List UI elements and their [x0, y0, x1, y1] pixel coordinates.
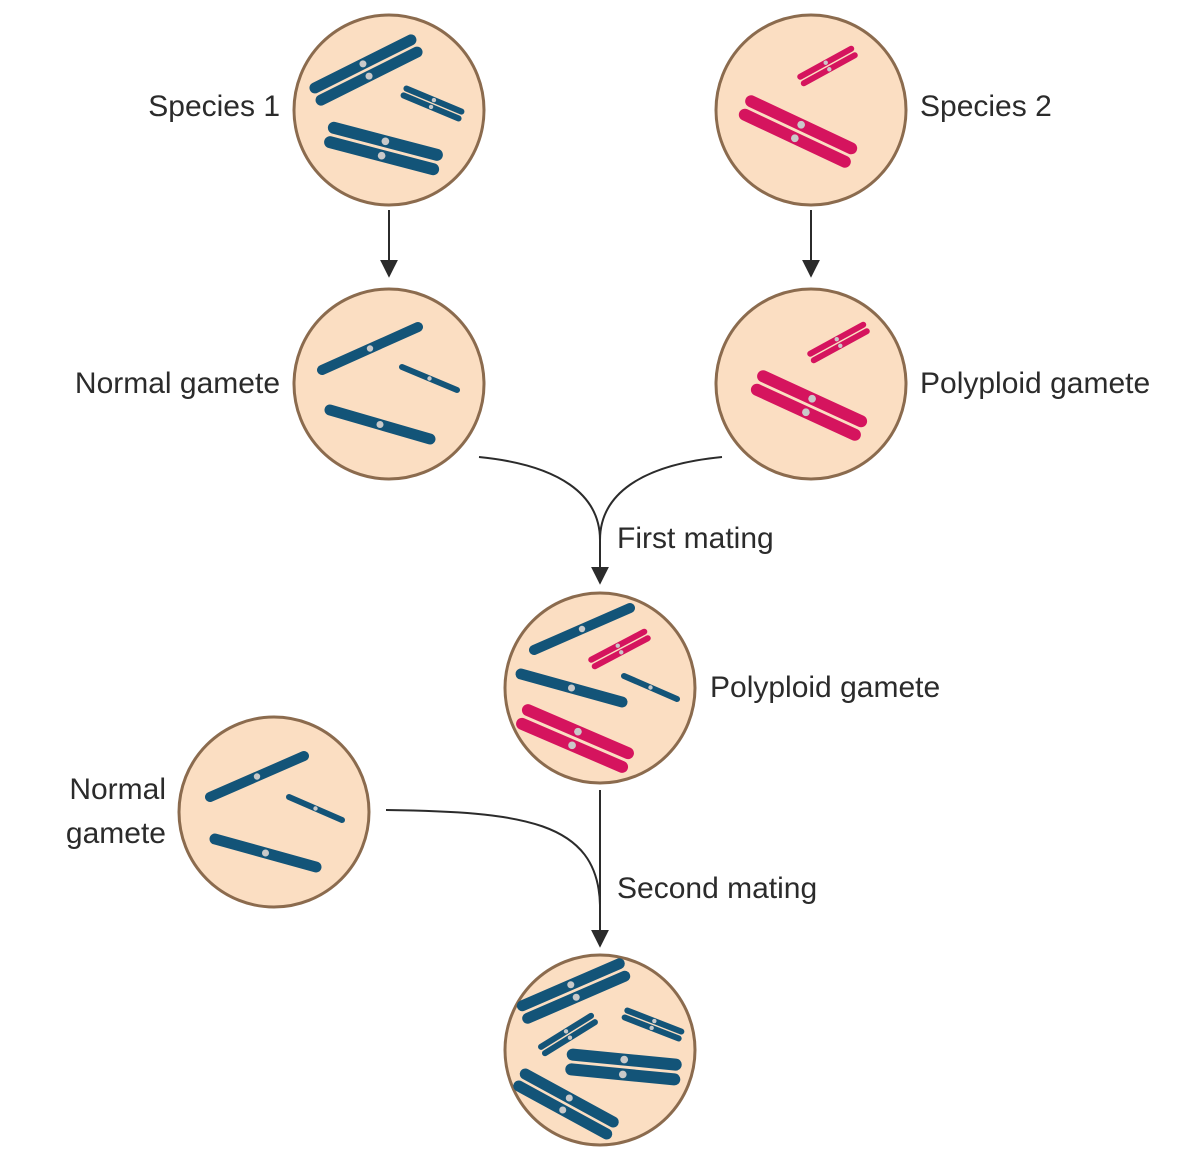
arrow-normal-gamete-bottom-to-merge — [385, 809, 601, 906]
chromosome-nb-mid — [209, 833, 322, 873]
chromosome-pm-pink-long — [516, 704, 634, 773]
chromosome-pg-long — [750, 370, 868, 441]
chromosome-s2-short — [797, 45, 858, 87]
chromosome-s1-short — [400, 85, 465, 122]
chromosome-pm-blue-mid — [515, 668, 628, 708]
chromosome-ng-short — [399, 364, 460, 393]
chromosome-pm-blue-short — [621, 673, 680, 702]
normal-gamete-bottom-label-line1: Normal — [69, 773, 166, 806]
second-mating-label: Second mating — [617, 872, 817, 905]
chromosome-s1-long — [309, 34, 423, 106]
arrow-polyploid-gamete-to-merge — [591, 456, 723, 585]
normal-gamete-bottom-cell — [177, 715, 371, 909]
species-1-label: Species 1 — [148, 90, 280, 123]
chromosome-off-short-a — [538, 1012, 598, 1057]
chromosomes-layer — [205, 34, 870, 1140]
polyploid-gamete-top-label: Polyploid gamete — [920, 367, 1150, 400]
arrow-normal-gamete-to-merge — [478, 456, 601, 541]
chromosome-s2-long — [738, 95, 858, 168]
chromosome-off-long — [516, 958, 631, 1024]
chromosome-off-short-b — [621, 1007, 685, 1042]
chromosome-nb-short — [286, 794, 345, 823]
chromosome-ng-long — [317, 322, 423, 375]
chromosome-ng-mid — [324, 404, 436, 445]
normal-gamete-bottom-label-line2: gamete — [66, 817, 166, 850]
species-2-cell — [714, 13, 908, 207]
chromosome-s1-mid — [324, 121, 443, 176]
species-2-label: Species 2 — [920, 90, 1052, 123]
first-mating-label: First mating — [617, 522, 774, 555]
polyploid-gamete-mid-label: Polyploid gamete — [710, 671, 940, 704]
polyploid-gamete-top-cell — [714, 287, 908, 481]
chromosome-off-mid — [565, 1048, 682, 1086]
chromosome-nb-long — [205, 751, 309, 802]
chromosome-pm-pink-short — [588, 628, 651, 670]
normal-gamete-top-label: Normal gamete — [75, 367, 280, 400]
chromosome-off-low — [513, 1068, 619, 1140]
chromosome-pg-short — [807, 321, 870, 364]
normal-gamete-top-cell — [292, 287, 486, 481]
chromosome-pm-blue-long — [529, 603, 635, 655]
